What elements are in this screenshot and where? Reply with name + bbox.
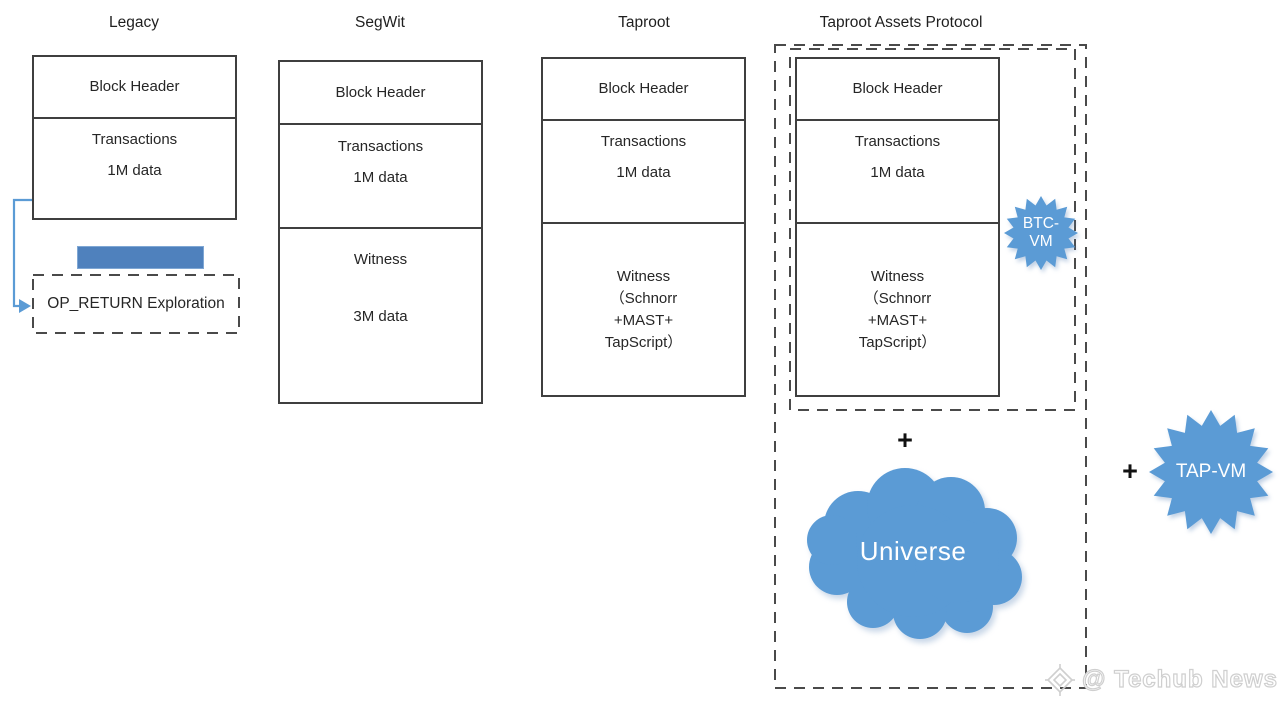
starburst-shape xyxy=(1004,196,1078,270)
op-return-label: OP_RETURN Exploration xyxy=(47,295,225,312)
legacy-transactions-cell: Transactions 1M data xyxy=(34,117,235,218)
legacy-block-header-cell: Block Header xyxy=(34,57,235,117)
tap-witness-cell: Witness （Schnorr +MAST+ TapScript） xyxy=(797,222,998,395)
op-return-data-bar xyxy=(77,246,204,269)
witness-tapscript-label: TapScript） xyxy=(604,333,683,351)
btc-vm-line1: BTC- xyxy=(1022,215,1060,232)
transactions-label: Transactions xyxy=(91,131,178,148)
witness-schnorr-label: （Schnorr xyxy=(609,289,678,307)
tap-transactions-cell: Transactions 1M data xyxy=(797,119,998,222)
segwit-block: Block Header Transactions 1M data Witnes… xyxy=(278,60,483,404)
cloud-icon xyxy=(807,468,1022,639)
witness-size-label: 3M data xyxy=(353,308,408,325)
plus-sign: + xyxy=(897,425,913,455)
techub-logo-icon xyxy=(1045,664,1075,696)
segwit-transactions-cell: Transactions 1M data xyxy=(280,123,481,227)
btc-vm-badge: BTC- VM xyxy=(1001,193,1081,273)
tx-size-label: 1M data xyxy=(870,164,925,181)
starburst-icon xyxy=(1149,410,1273,534)
witness-details-label: Witness （Schnorr +MAST+ TapScript） xyxy=(859,266,937,354)
op-return-arrowhead-icon xyxy=(19,299,31,313)
block-header-label: Block Header xyxy=(598,80,689,97)
transactions-label: Transactions xyxy=(337,138,424,155)
starburst-icon xyxy=(1004,196,1078,270)
witness-label: Witness xyxy=(353,251,408,268)
op-return-dashed-box xyxy=(32,274,240,334)
block-header-label: Block Header xyxy=(335,83,426,101)
witness-tapscript-label: TapScript） xyxy=(858,333,937,351)
tx-size-label: 1M data xyxy=(353,169,408,186)
transactions-label: Transactions xyxy=(854,133,941,150)
tap-vm-badge: TAP-VM xyxy=(1146,407,1276,537)
universe-label: Universe xyxy=(859,535,967,566)
starburst-shape xyxy=(1149,410,1273,534)
column-title-legacy: Legacy xyxy=(109,14,159,31)
witness-label: Witness xyxy=(616,267,671,285)
block-header-label: Block Header xyxy=(852,80,943,97)
transactions-label: Transactions xyxy=(600,133,687,150)
segwit-block-header-cell: Block Header xyxy=(280,62,481,123)
taproot-witness-cell: Witness （Schnorr +MAST+ TapScript） xyxy=(543,222,744,395)
column-title-taproot: Taproot xyxy=(618,14,670,31)
taproot-assets-block: Block Header Transactions 1M data Witnes… xyxy=(795,57,1000,397)
witness-mast-label: +MAST+ xyxy=(613,311,674,329)
taproot-transactions-cell: Transactions 1M data xyxy=(543,119,744,222)
segwit-witness-cell: Witness 3M data xyxy=(280,227,481,402)
op-return-arrow-line xyxy=(12,198,42,308)
taproot-block-header-cell: Block Header xyxy=(543,59,744,119)
btc-vm-line2: VM xyxy=(1029,233,1053,250)
tap-block-header-cell: Block Header xyxy=(797,59,998,119)
witness-schnorr-label: （Schnorr xyxy=(863,289,932,307)
watermark: @ Techub News xyxy=(1044,664,1278,696)
witness-details-label: Witness （Schnorr +MAST+ TapScript） xyxy=(605,266,683,354)
tap-outer-dashed-box xyxy=(774,44,1087,689)
tx-size-label: 1M data xyxy=(107,162,162,179)
column-title-segwit: SegWit xyxy=(355,14,405,31)
block-header-label: Block Header xyxy=(89,78,180,95)
watermark-text: @ Techub News xyxy=(1081,665,1278,693)
tx-size-label: 1M data xyxy=(616,164,671,181)
tap-vm-label: TAP-VM xyxy=(1175,461,1247,482)
universe-cloud: Universe xyxy=(801,461,1025,641)
legacy-block: Block Header Transactions 1M data xyxy=(32,55,237,269)
witness-mast-label: +MAST+ xyxy=(867,311,928,329)
taproot-block: Block Header Transactions 1M data Witnes… xyxy=(541,57,746,397)
plus-sign: + xyxy=(1122,456,1138,486)
column-title-taproot-assets: Taproot Assets Protocol xyxy=(819,14,983,31)
witness-label: Witness xyxy=(870,267,925,285)
btc-vm-label: BTC- VM xyxy=(1001,193,1081,273)
tap-inner-dashed-box xyxy=(789,48,1076,411)
